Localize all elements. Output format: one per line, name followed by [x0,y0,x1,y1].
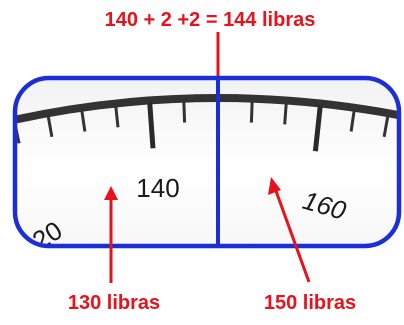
tick-140 [147,102,156,149]
tick-148 [283,102,288,125]
left-callout-arrowhead [104,186,118,200]
right-callout-arrowhead [268,177,281,195]
left-callout-label: 130 libras [68,292,160,314]
tick-138 [114,105,120,128]
scale-frame [12,75,402,249]
tick-142 [182,100,187,123]
right-callout-label: 150 libras [264,292,356,314]
equation-label: 140 + 2 +2 = 144 libras [105,9,316,31]
scale-number-140: 140 [136,173,179,203]
right-callout-arrow [274,190,311,283]
tick-146 [249,100,254,123]
tick-134 [46,114,54,138]
tick-154 [382,114,390,138]
tick-136 [80,109,87,132]
tick-150 [312,105,323,152]
tick-152 [349,109,356,132]
